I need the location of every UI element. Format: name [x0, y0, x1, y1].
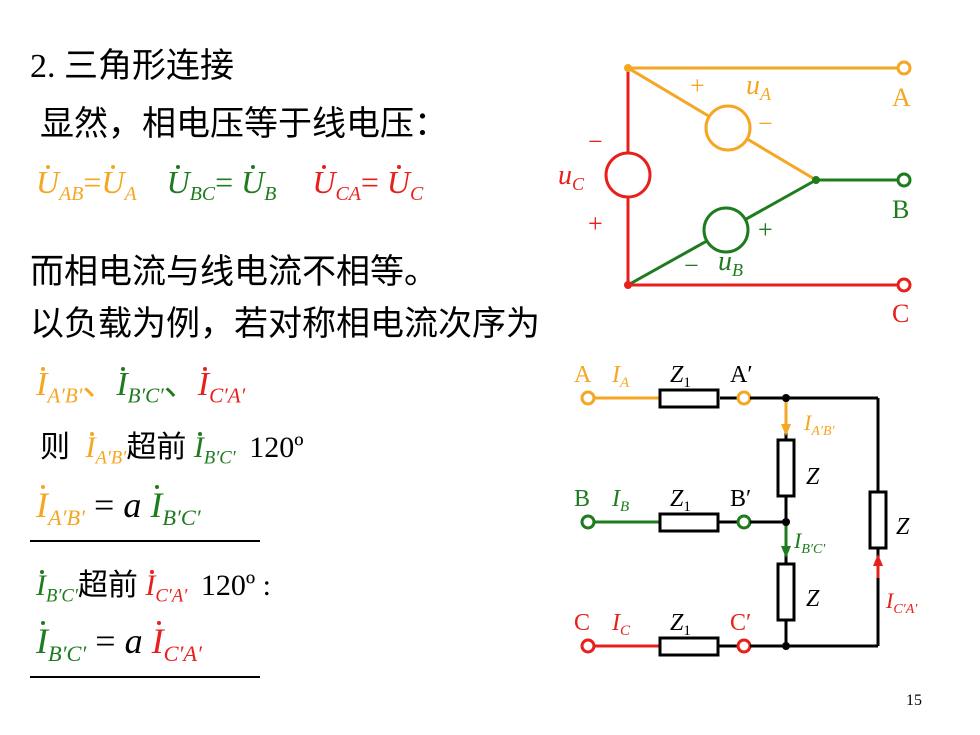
terminal-ap — [736, 390, 752, 406]
label-z1-b: Z1 — [670, 486, 691, 515]
impedance-z-bc — [776, 562, 796, 622]
label-c: C — [892, 299, 909, 328]
node-a — [624, 64, 632, 72]
ub-minus: − — [684, 251, 699, 280]
impedance-z1-b — [658, 512, 720, 533]
terminal-c — [896, 277, 912, 293]
terminal-b-in — [580, 514, 596, 530]
statement-lead-2: IB′C′超前 IC′A′ 120º : — [36, 569, 271, 607]
arrow-ibc — [781, 546, 791, 558]
uc-plus: + — [588, 209, 603, 238]
terminal-bp — [736, 514, 752, 530]
voltage-equations: UAB=UA UBC= UB UCA= UC — [36, 164, 423, 206]
section-title: 2. 三角形连接 — [30, 48, 234, 85]
terminal-b — [896, 172, 912, 188]
label-load-c: C — [574, 610, 590, 636]
page-number: 15 — [906, 692, 922, 709]
eq-uca: UCA= UC — [312, 164, 424, 205]
label-ica: IC′A′ — [885, 588, 918, 617]
terminal-cp — [736, 638, 752, 654]
source-uc — [604, 151, 652, 199]
node-cp — [782, 642, 790, 650]
label-ia: IA — [611, 362, 630, 391]
label-ibc: IB′C′ — [793, 528, 826, 557]
impedance-z1-c — [658, 636, 720, 657]
current-sequence: IA′B′、IB′C′、IC′A′ — [36, 366, 246, 408]
label-z-ca: Z — [896, 514, 910, 540]
node-ap — [782, 394, 790, 402]
statement-lead-1: 则 IA′B′超前 IB′C′ 120º — [40, 431, 304, 469]
label-cp: C′ — [730, 610, 751, 636]
impedance-z-ab — [776, 438, 796, 498]
formula-2: IB′C′ = a IC′A′ — [36, 620, 202, 666]
uc-minus: − — [588, 127, 603, 156]
label-z1-c: Z1 — [670, 610, 691, 639]
node-c — [624, 281, 632, 289]
arrow-ica — [873, 554, 883, 566]
label-z-bc: Z — [806, 586, 820, 612]
label-iab: IA′B′ — [803, 410, 835, 439]
delta-source-circuit: A B C + uA − − uC + + − uB — [558, 60, 912, 328]
node-bp — [782, 518, 790, 526]
eq-ubc: UBC= UB — [166, 164, 277, 205]
ua-minus: − — [758, 109, 773, 138]
label-bp: B′ — [730, 486, 751, 512]
delta-load-circuit: A IA Z1 A′ IA′B′ Z B IB Z1 B′ IB′C′ Z Z … — [574, 362, 918, 657]
label-ub: uB — [718, 246, 743, 280]
ua-plus: + — [690, 71, 705, 100]
ub-plus: + — [758, 215, 773, 244]
terminal-c-in — [580, 638, 596, 654]
label-z-ab: Z — [806, 464, 820, 490]
label-z1-a: Z1 — [670, 362, 691, 391]
text-sequence-intro: 以负载为例，若对称相电流次序为 — [30, 306, 540, 343]
text-voltage-equal: 显然，相电压等于线电压： — [40, 106, 448, 143]
terminal-a-in — [580, 390, 596, 406]
arrow-iab — [781, 424, 791, 436]
source-ua — [704, 104, 752, 152]
underline-2 — [30, 676, 260, 678]
label-a: A — [892, 83, 911, 112]
label-load-b: B — [574, 486, 590, 512]
impedance-z1-a — [658, 388, 720, 409]
label-b: B — [892, 195, 909, 224]
label-ib: IB — [611, 486, 629, 515]
node-b — [812, 176, 820, 184]
label-load-a: A — [574, 362, 592, 388]
underline-1 — [30, 540, 260, 542]
label-ap: A′ — [730, 362, 753, 388]
label-ua: uA — [746, 70, 772, 104]
source-ub — [702, 206, 750, 254]
impedance-z-ca — [868, 490, 888, 550]
terminal-a — [896, 60, 912, 76]
label-uc: uC — [558, 160, 585, 194]
text-current-unequal: 而相电流与线电流不相等。 — [30, 254, 438, 291]
label-ic: IC — [611, 610, 631, 639]
formula-1: IA′B′ = a IB′C′ — [36, 484, 201, 530]
eq-uab: UAB=UA — [36, 164, 137, 205]
